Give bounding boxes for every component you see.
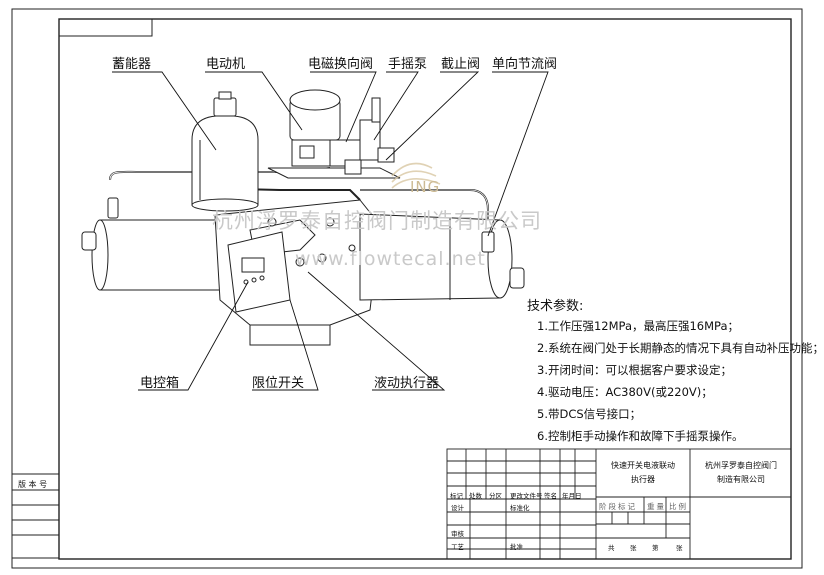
bolts	[267, 217, 356, 267]
tb-scale: 比例	[669, 502, 688, 511]
tb-sheet-number: 第	[652, 544, 659, 552]
tb-drawing-title-1: 快速开关电液联动	[611, 461, 675, 470]
outer-border	[11, 8, 803, 569]
label-accumulator: 蓄能器	[112, 57, 152, 72]
accumulator-body	[191, 91, 259, 212]
tb-header-zone: 分区	[489, 492, 502, 500]
tb-process: 工艺	[451, 543, 464, 551]
tb-weight: 重量	[647, 502, 666, 511]
label-check-throttle-valve: 单向节流阀	[492, 57, 558, 72]
actuator-illustration	[81, 89, 525, 346]
leader-lines	[112, 71, 549, 391]
throttle-valve-body	[481, 231, 495, 253]
watermark-emblem	[391, 162, 441, 189]
control-box-body	[227, 231, 291, 313]
tb-design: 设计	[451, 504, 464, 512]
spec-item: 3.开闭时间：可以根据客户要求设定；	[537, 363, 732, 377]
tb-company-2: 制造有限公司	[717, 475, 765, 484]
tb-sheet-total: 共	[608, 544, 615, 552]
title-block-grid	[446, 448, 792, 560]
tb-sheet-unit-2: 张	[676, 544, 683, 552]
watermark-brand: ING	[410, 178, 441, 196]
label-stop-valve: 截止阀	[441, 57, 481, 72]
tb-header-mark: 标记	[450, 492, 463, 500]
inner-border	[58, 18, 792, 560]
tb-approve: 批准	[510, 543, 523, 551]
specs-heading: 技术参数:	[527, 299, 584, 314]
corner-tag-box	[58, 18, 153, 37]
spec-item: 2.系统在阀门处于长期静态的情况下具有自动补压功能；	[537, 341, 824, 355]
label-hydraulic-actuator: 液动执行器	[374, 376, 440, 391]
tb-stage-mark: 阶段标记	[599, 502, 637, 511]
label-control-box: 电控箱	[140, 376, 180, 391]
spec-item: 1.工作压强12MPa，最高压强16MPa；	[537, 319, 740, 333]
tb-header-change-doc: 更改文件号	[510, 492, 543, 500]
left-cylinder	[81, 219, 236, 291]
label-solenoid-valve: 电磁换向阀	[308, 57, 374, 72]
tb-review: 审核	[451, 530, 464, 538]
tb-drawing-title-2: 执行器	[631, 475, 655, 484]
label-motor: 电动机	[206, 57, 246, 72]
tb-header-signature: 签名	[544, 492, 557, 500]
tb-header-count: 处数	[469, 492, 482, 500]
tb-company-1: 杭州孚罗泰自控阀门	[705, 461, 777, 470]
tb-standardize: 标准化	[510, 504, 530, 512]
valve-block	[267, 97, 401, 179]
tb-header-date: 年月日	[562, 492, 582, 500]
label-limit-switch: 限位开关	[252, 376, 305, 391]
spec-item: 6.控制柜手动操作和故障下手摇泵操作。	[537, 429, 744, 443]
right-cylinder	[359, 213, 525, 301]
version-label: 版 本 号	[18, 480, 48, 489]
label-hand-pump: 手摇泵	[388, 57, 428, 72]
spec-item: 4.驱动电压：AC380V(或220V)；	[537, 385, 713, 399]
tb-sheet-unit-1: 张	[630, 544, 637, 552]
version-box	[11, 473, 60, 559]
watermark-url: www.flowtecal.net	[295, 248, 486, 270]
spec-item: 5.带DCS信号接口；	[537, 407, 642, 421]
left-valve-body	[107, 197, 119, 219]
watermark-company: 杭州浮罗泰自控阀门制造有限公司	[212, 209, 542, 233]
